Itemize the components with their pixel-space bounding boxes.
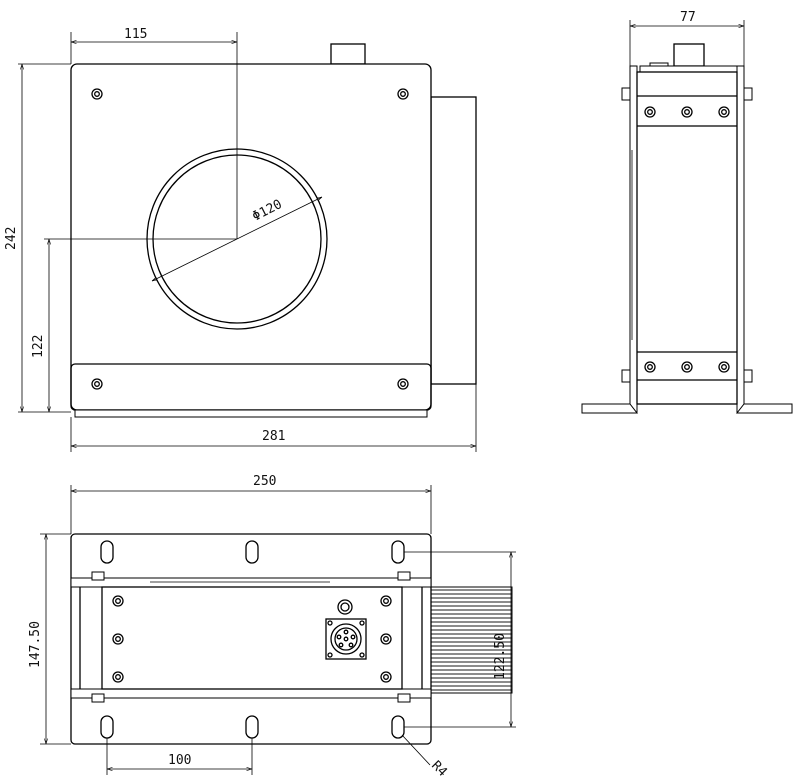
front-screw-icon (91, 88, 409, 390)
dim-label-122-50: 122.50 (493, 633, 508, 680)
side-housing (636, 71, 738, 405)
dim-label-r4: R4 (428, 758, 450, 780)
side-nut-icon (621, 87, 753, 383)
side-screw-icon (644, 106, 730, 373)
dim-label-122: 122 (31, 335, 46, 358)
dim-115: 115 (70, 27, 238, 239)
dim-100: 100 (106, 738, 253, 775)
bottom-nut-icon (91, 571, 411, 703)
side-bracket-right (736, 65, 745, 413)
dim-label-115: 115 (124, 27, 147, 42)
bottom-screw-icon (112, 595, 392, 683)
side-view: 77 (581, 10, 793, 414)
bottom-base-plate (70, 533, 432, 745)
side-bracket-left (629, 65, 638, 413)
dim-250: 250 (70, 474, 432, 534)
dim-147-50: 147.50 (28, 533, 71, 745)
front-connector (330, 43, 366, 65)
dim-242: 242 (4, 63, 71, 413)
dim-label-242: 242 (4, 227, 19, 250)
dim-281: 281 (70, 384, 477, 452)
side-connector (673, 43, 705, 67)
aviation-connector-icon (325, 618, 367, 660)
dim-label-100: 100 (168, 753, 191, 768)
bottom-rail-top (70, 577, 432, 588)
side-foot-left (581, 403, 639, 414)
bottom-housing (101, 586, 403, 690)
bottom-rail-bottom (70, 688, 432, 699)
front-view: 115 242 122 281 Φ120 (4, 27, 477, 452)
port-icon (337, 599, 353, 615)
front-side-fin-block (430, 96, 477, 385)
side-foot-right (735, 403, 793, 414)
dim-label-281: 281 (262, 429, 285, 444)
dim-label-250: 250 (253, 474, 276, 489)
bottom-fins (430, 586, 513, 694)
dim-label-77: 77 (680, 10, 696, 25)
dim-label-147-50: 147.50 (28, 621, 43, 668)
bottom-view: 250 147.50 122.50 100 R4 (28, 474, 516, 780)
dim-122-50: 122.50 (404, 551, 516, 728)
dim-77: 77 (629, 10, 745, 66)
front-base-foot (74, 409, 428, 418)
